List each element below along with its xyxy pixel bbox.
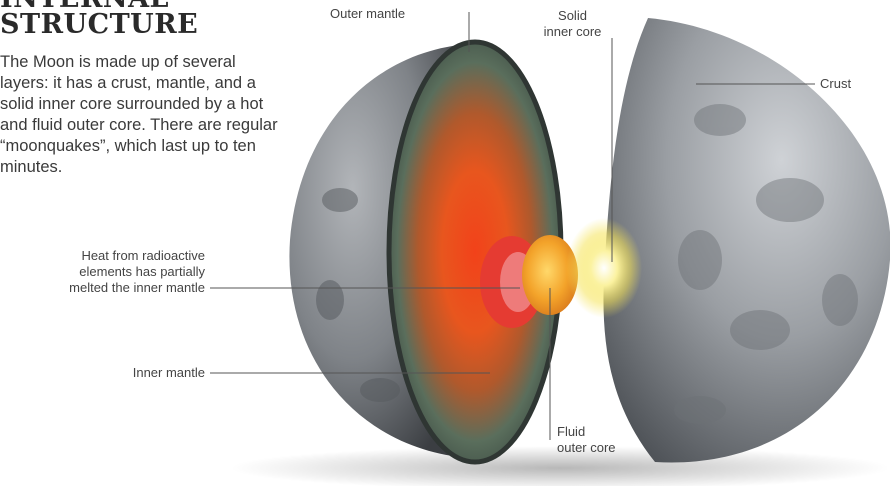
label-heat: Heat from radioactive elements has parti…: [40, 248, 205, 296]
label-solid-inner-core-line2: inner core: [520, 24, 625, 40]
heading-line-2: STRUCTURE: [0, 12, 198, 38]
label-heat-line3: melted the inner mantle: [40, 280, 205, 296]
label-fluid-outer-core-line1: Fluid: [557, 424, 616, 440]
inner-core-glow: [566, 218, 642, 318]
intro-paragraph: The Moon is made up of several layers: i…: [0, 52, 285, 178]
label-fluid-outer-core: Fluid outer core: [557, 424, 616, 456]
label-crust: Crust: [820, 76, 851, 92]
label-fluid-outer-core-line2: outer core: [557, 440, 616, 456]
label-outer-mantle: Outer mantle: [330, 6, 405, 22]
label-solid-inner-core-line1: Solid: [520, 8, 625, 24]
label-heat-line1: Heat from radioactive: [40, 248, 205, 264]
label-heat-line2: elements has partially: [40, 264, 205, 280]
section-heading: INTERNAL STRUCTURE: [0, 0, 198, 38]
label-solid-inner-core: Solid inner core: [520, 8, 625, 40]
label-inner-mantle: Inner mantle: [60, 365, 205, 381]
